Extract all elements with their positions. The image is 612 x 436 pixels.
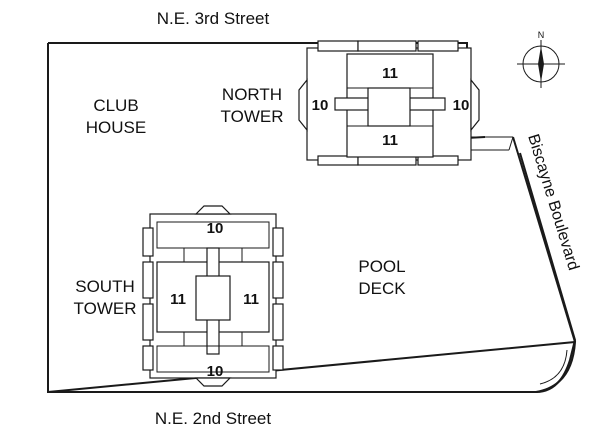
- north-tower-unit-left: 10: [312, 97, 329, 114]
- club-house-label-line1: CLUB: [93, 96, 138, 115]
- south-tower-unit-right: 11: [243, 291, 259, 308]
- north-tower-label-line2: TOWER: [221, 107, 284, 126]
- south-tower-unit-top: 10: [207, 220, 224, 237]
- compass-rose-icon: [517, 40, 565, 88]
- pool-deck-label-line2: DECK: [358, 279, 406, 298]
- south-tower-label-line1: SOUTH: [75, 277, 135, 296]
- north-tower-unit-bottom: 11: [382, 132, 398, 149]
- street-label-north: N.E. 3rd Street: [157, 9, 270, 28]
- property-boundary-corner-inner: [539, 349, 568, 385]
- property-boundary-east: [512, 136, 576, 343]
- club-house-label-line2: HOUSE: [86, 118, 146, 137]
- pool-deck-label-line1: POOL: [358, 257, 405, 276]
- south-tower-unit-left: 11: [170, 291, 186, 308]
- south-tower-label-line2: TOWER: [74, 299, 137, 318]
- north-tower-unit-right: 10: [453, 97, 470, 114]
- south-tower-building: [142, 205, 284, 387]
- north-connector-walk: [467, 136, 514, 151]
- street-label-south: N.E. 2nd Street: [155, 409, 272, 428]
- north-tower-label-line1: NORTH: [222, 85, 282, 104]
- south-tower-unit-bottom: 10: [207, 363, 224, 380]
- compass-north-label: N: [538, 30, 545, 40]
- property-boundary-corner: [47, 340, 577, 393]
- north-tower-building: [298, 40, 480, 166]
- north-tower-unit-top: 11: [382, 65, 398, 82]
